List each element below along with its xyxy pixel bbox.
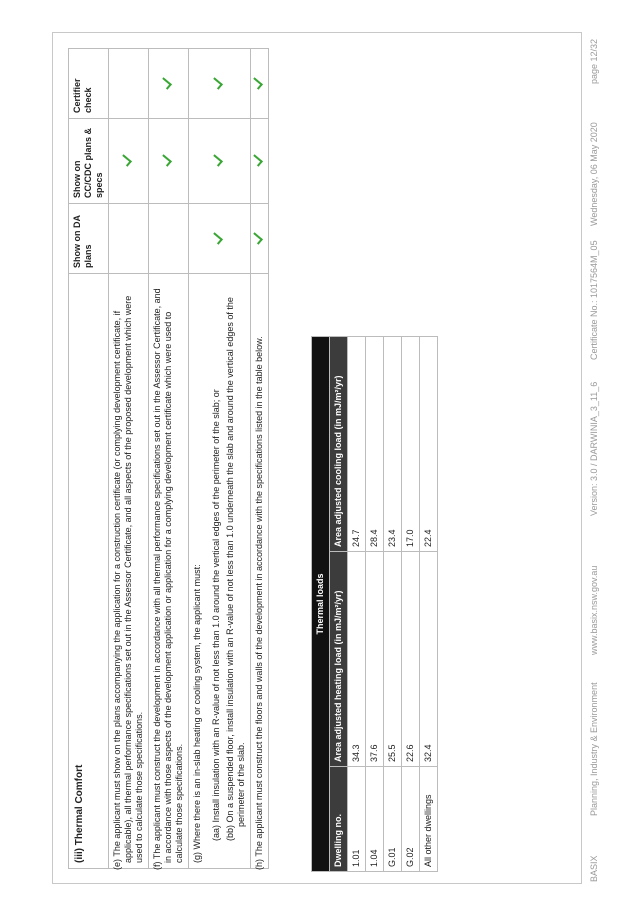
da-cell <box>250 203 269 274</box>
heating-load: 32.4 <box>419 551 438 767</box>
check-icon <box>250 154 263 168</box>
cert-cell <box>188 48 251 119</box>
table-row: (g) Where there is an in-slab heating or… <box>188 48 251 869</box>
table-row: (h) The applicant must construct the flo… <box>250 48 269 870</box>
col-show-on-da: Show on DA plans <box>68 203 109 274</box>
spacer <box>203 279 211 863</box>
col-cooling-load: Area adjusted cooling load (in mJ/m²/yr) <box>329 336 348 552</box>
check-icon <box>119 154 132 168</box>
table-row: G.01 25.5 23.4 <box>383 336 402 872</box>
footer-department: Planning, Industry & Environment <box>589 682 599 816</box>
footer-version: Version: 3.0 / DARWINIA_3_11_6 <box>589 381 599 516</box>
check-icon <box>250 77 263 90</box>
cert-cell <box>108 48 149 119</box>
cooling-load: 22.4 <box>419 336 438 552</box>
cooling-load: 24.7 <box>347 336 366 552</box>
col-certifier-check: Certifier check <box>68 48 109 119</box>
heating-load: 22.6 <box>401 551 420 767</box>
da-cell <box>108 203 149 274</box>
cc-cell <box>188 118 251 204</box>
requirement-cell: (g) Where there is an in-slab heating or… <box>188 273 251 869</box>
heating-load: 37.6 <box>365 551 384 767</box>
check-icon <box>159 154 172 168</box>
thermal-loads-header-row: Dwelling no. Area adjusted heating load … <box>329 336 348 872</box>
check-icon <box>210 232 223 245</box>
thermal-comfort-table: (iii) Thermal Comfort Show on DA plans S… <box>68 48 269 870</box>
table-row: 1.04 37.6 28.4 <box>365 336 384 872</box>
table-row: All other dwellings 32.4 22.4 <box>419 336 438 872</box>
requirement-text: (h) The applicant must construct the flo… <box>250 273 269 870</box>
table-row: 1.01 34.3 24.7 <box>347 336 366 872</box>
cc-cell <box>250 118 269 204</box>
dwelling-no: G.02 <box>401 766 420 872</box>
cooling-load: 23.4 <box>383 336 402 552</box>
footer-url: www.basix.nsw.gov.au <box>589 565 599 655</box>
cc-cell <box>108 118 149 204</box>
da-cell <box>188 203 251 274</box>
thermal-loads-title-row: Thermal loads <box>311 336 330 872</box>
heating-load: 25.5 <box>383 551 402 767</box>
thermal-comfort-title: (iii) Thermal Comfort <box>68 273 109 869</box>
footer-app: BASIX <box>589 855 599 882</box>
footer-certificate: Certificate No.: 1017564M_05 <box>589 240 599 360</box>
cc-cell <box>148 118 189 204</box>
check-icon <box>159 77 172 90</box>
cert-cell <box>250 48 269 119</box>
dwelling-no: 1.01 <box>347 766 366 872</box>
table-row: G.02 22.6 17.0 <box>401 336 420 872</box>
thermal-loads-table: Thermal loads Dwelling no. Area adjusted… <box>311 336 438 872</box>
col-dwelling-no: Dwelling no. <box>329 766 348 872</box>
check-icon <box>210 154 223 168</box>
footer-date: Wednesday, 06 May 2020 <box>589 122 599 226</box>
heating-load: 34.3 <box>347 551 366 767</box>
cooling-load: 17.0 <box>401 336 420 552</box>
requirement-text: (f) The applicant must construct the dev… <box>148 273 189 870</box>
col-heating-load: Area adjusted heating load (in mJ/m²/yr) <box>329 551 348 767</box>
check-icon <box>250 232 263 245</box>
cooling-load: 28.4 <box>365 336 384 552</box>
requirement-text: (e) The applicant must show on the plans… <box>108 273 149 870</box>
dwelling-no: All other dwellings <box>419 766 438 872</box>
col-show-on-cc: Show on CC/CDC plans & specs <box>68 118 109 204</box>
thermal-loads-title: Thermal loads <box>311 336 330 872</box>
table-row: (f) The applicant must construct the dev… <box>148 48 189 870</box>
requirement-subitem: (aa) Install insulation with an R-value … <box>211 389 221 841</box>
dwelling-no: 1.04 <box>365 766 384 872</box>
thermal-comfort-header-row: (iii) Thermal Comfort Show on DA plans S… <box>68 48 109 869</box>
requirement-subitem: (bb) On a suspended floor, install insul… <box>225 297 246 841</box>
requirement-text: (g) Where there is an in-slab heating or… <box>192 564 202 863</box>
table-row: (e) The applicant must show on the plans… <box>108 48 149 870</box>
da-cell <box>148 203 189 274</box>
dwelling-no: G.01 <box>383 766 402 872</box>
cert-cell <box>148 48 189 119</box>
footer-page: page 12/32 <box>589 38 599 84</box>
check-icon <box>210 77 223 90</box>
